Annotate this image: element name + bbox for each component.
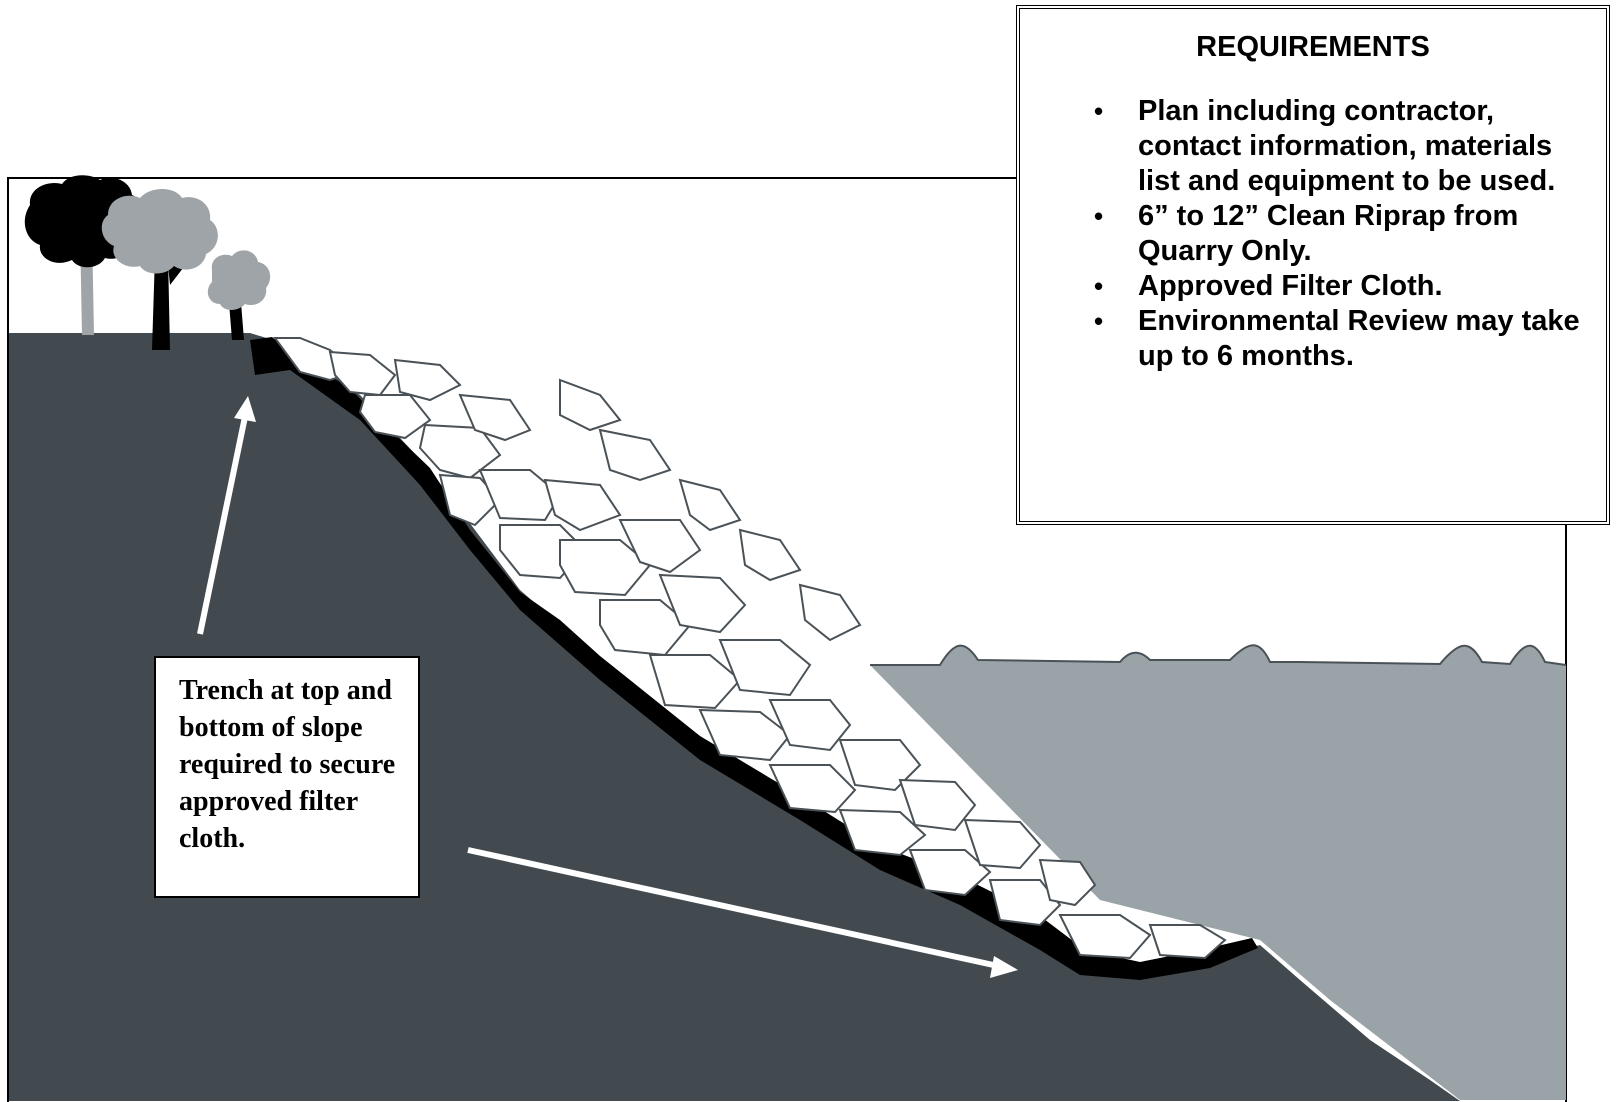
requirements-box: REQUIREMENTS Plan including contractor, …: [1016, 5, 1610, 525]
riprap-stones: [273, 337, 1227, 960]
requirement-item: Environmental Review may take up to 6 mo…: [1094, 304, 1606, 374]
callout-arrows: [197, 396, 1018, 978]
requirement-item: Plan including contractor, contact infor…: [1094, 94, 1606, 199]
requirements-list: Plan including contractor, contact infor…: [1020, 94, 1606, 374]
diagram-frame: [7, 177, 1567, 1102]
requirement-item: Approved Filter Cloth.: [1094, 269, 1606, 304]
water-surface-line: [870, 644, 1567, 666]
trench-callout-box: Trench at top and bottom of slope requir…: [154, 656, 420, 898]
arrow-to-top-trench: [197, 411, 249, 635]
requirement-item: 6” to 12” Clean Riprap from Quarry Only.: [1094, 199, 1606, 269]
trench-callout-text: Trench at top and bottom of slope requir…: [179, 675, 396, 854]
trees: [24, 175, 271, 350]
requirements-title: REQUIREMENTS: [1196, 31, 1430, 63]
arrow-to-bottom-trench: [467, 847, 999, 969]
tree-canopy-light: [101, 189, 218, 274]
arrowhead-top: [234, 396, 256, 422]
water-body: [870, 645, 1566, 1100]
ground-embankment: [9, 333, 1460, 1101]
filter-cloth: [250, 337, 1258, 980]
tree-canopy-light: [207, 250, 271, 310]
arrowhead-bottom: [990, 956, 1018, 978]
